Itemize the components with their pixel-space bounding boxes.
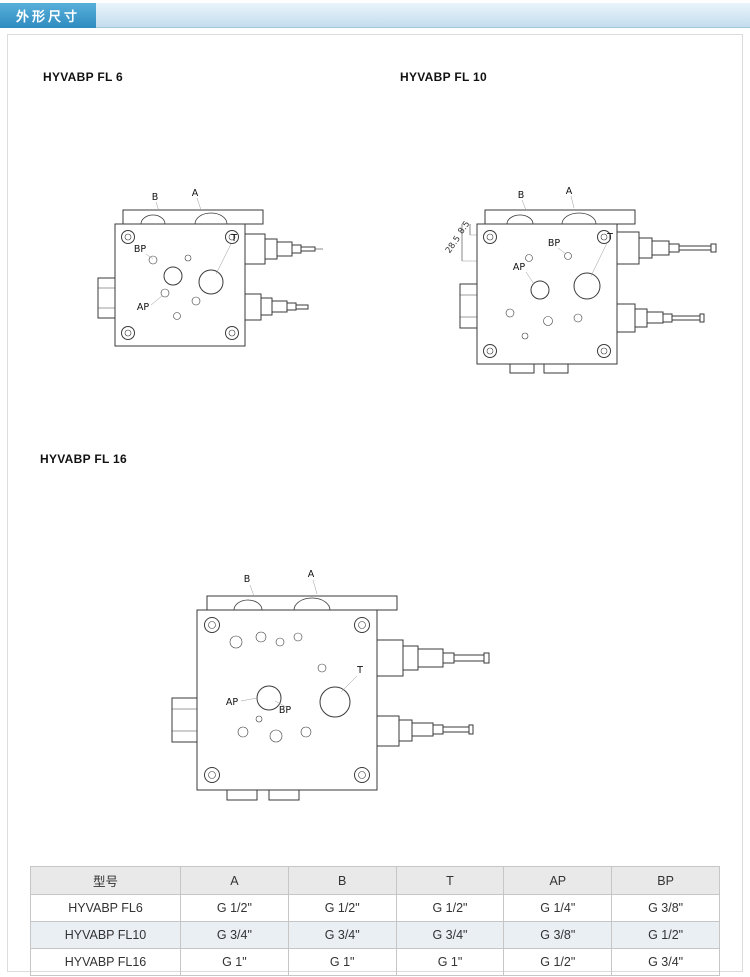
section-header-bar: 外形尺寸 [0, 3, 750, 28]
table-cell: G 3/4" [395, 921, 505, 949]
table-cell: G 1" [180, 948, 289, 976]
drawing-fl16: HYVABP FL 16 215 145 117 98.8 78 46.8 30… [22, 448, 728, 860]
table-header-cell: T [395, 866, 505, 895]
table-header-row: 型号 A B T AP BP [30, 866, 720, 895]
drawing-fl6: HYVABP FL 6 154 100 80 61 48 24 20 90x60… [25, 66, 377, 428]
section-title: 外形尺寸 [0, 3, 96, 28]
drawing-fl6-canvas: 154 100 80 61 48 24 20 90x60 83 60.5 54 … [97, 188, 323, 347]
port-label-b: B [152, 192, 159, 203]
table-cell: G 1/2" [180, 894, 289, 922]
content-frame [7, 34, 743, 972]
table-cell: G 1/2" [503, 948, 613, 976]
table-header-cell: B [287, 866, 397, 895]
drawing-fl10-canvas: 168 114 90 74 59 30 25 90x90 81.5 74.5 6… [444, 186, 717, 374]
dimension-diagonal: 28.5 8.5 [444, 219, 477, 262]
port-label-bp: BP [548, 238, 561, 249]
port-label-ap: AP [513, 262, 525, 273]
valve-body-fl10 [459, 209, 717, 374]
valve-body-fl6 [97, 209, 323, 347]
drawing-fl10: HYVABP FL 10 168 114 90 74 59 30 25 90x9… [382, 66, 750, 446]
table-cell: G 1/2" [611, 921, 720, 949]
table-cell: G 1/2" [395, 894, 505, 922]
table-cell: G 3/4" [180, 921, 289, 949]
port-label-t: T [230, 233, 237, 244]
table-header-cell: BP [611, 866, 720, 895]
drawing-title-fl6: HYVABP FL 6 [43, 70, 123, 84]
table-cell: G 3/4" [611, 948, 720, 976]
drawing-title-fl10: HYVABP FL 10 [400, 70, 487, 84]
table-cell: HYVABP FL10 [30, 921, 181, 949]
port-label-ap: AP [226, 697, 238, 708]
port-label-bp: BP [134, 244, 147, 255]
table-cell: G 1" [395, 948, 505, 976]
table-header-cell: AP [503, 866, 613, 895]
ports-table: 型号 A B T AP BP HYVABP FL6 G 1/2" G 1/2" … [30, 866, 720, 976]
dim-label: 28.5 [444, 234, 463, 255]
drawing-fl16-canvas: 215 145 117 98.8 78 46.8 30 110x110 92.9… [171, 569, 490, 801]
table-cell: G 1/2" [287, 894, 397, 922]
port-label-t: T [606, 232, 613, 243]
table-cell: G 1" [287, 948, 397, 976]
port-label-ap: AP [137, 302, 149, 313]
port-labels-fl6: B A BP T AP [134, 188, 237, 313]
port-label-b: B [244, 574, 251, 585]
port-label-bp: BP [279, 705, 292, 716]
table-row: HYVABP FL6 G 1/2" G 1/2" G 1/2" G 1/4" G… [30, 894, 720, 922]
port-label-a: A [566, 186, 573, 197]
table-cell: G 3/4" [287, 921, 397, 949]
port-label-b: B [518, 190, 525, 201]
table-cell: G 1/4" [503, 894, 613, 922]
table-cell: HYVABP FL6 [30, 894, 181, 922]
valve-body-fl16 [171, 595, 490, 801]
port-label-a: A [308, 569, 315, 580]
port-labels-fl16: B A AP BP T [226, 569, 363, 716]
drawing-title-fl16: HYVABP FL 16 [40, 452, 127, 466]
port-label-a: A [192, 188, 199, 199]
table-cell: G 3/8" [611, 894, 720, 922]
table-cell: G 3/8" [503, 921, 613, 949]
port-label-t: T [356, 665, 363, 676]
port-labels-fl10: B A BP T AP [513, 186, 613, 285]
table-row: HYVABP FL10 G 3/4" G 3/4" G 3/4" G 3/8" … [30, 921, 720, 949]
table-header-cell: A [180, 866, 289, 895]
table-cell: HYVABP FL16 [30, 948, 181, 976]
table-header-cell: 型号 [30, 866, 181, 895]
table-row: HYVABP FL16 G 1" G 1" G 1" G 1/2" G 3/4" [30, 948, 720, 976]
